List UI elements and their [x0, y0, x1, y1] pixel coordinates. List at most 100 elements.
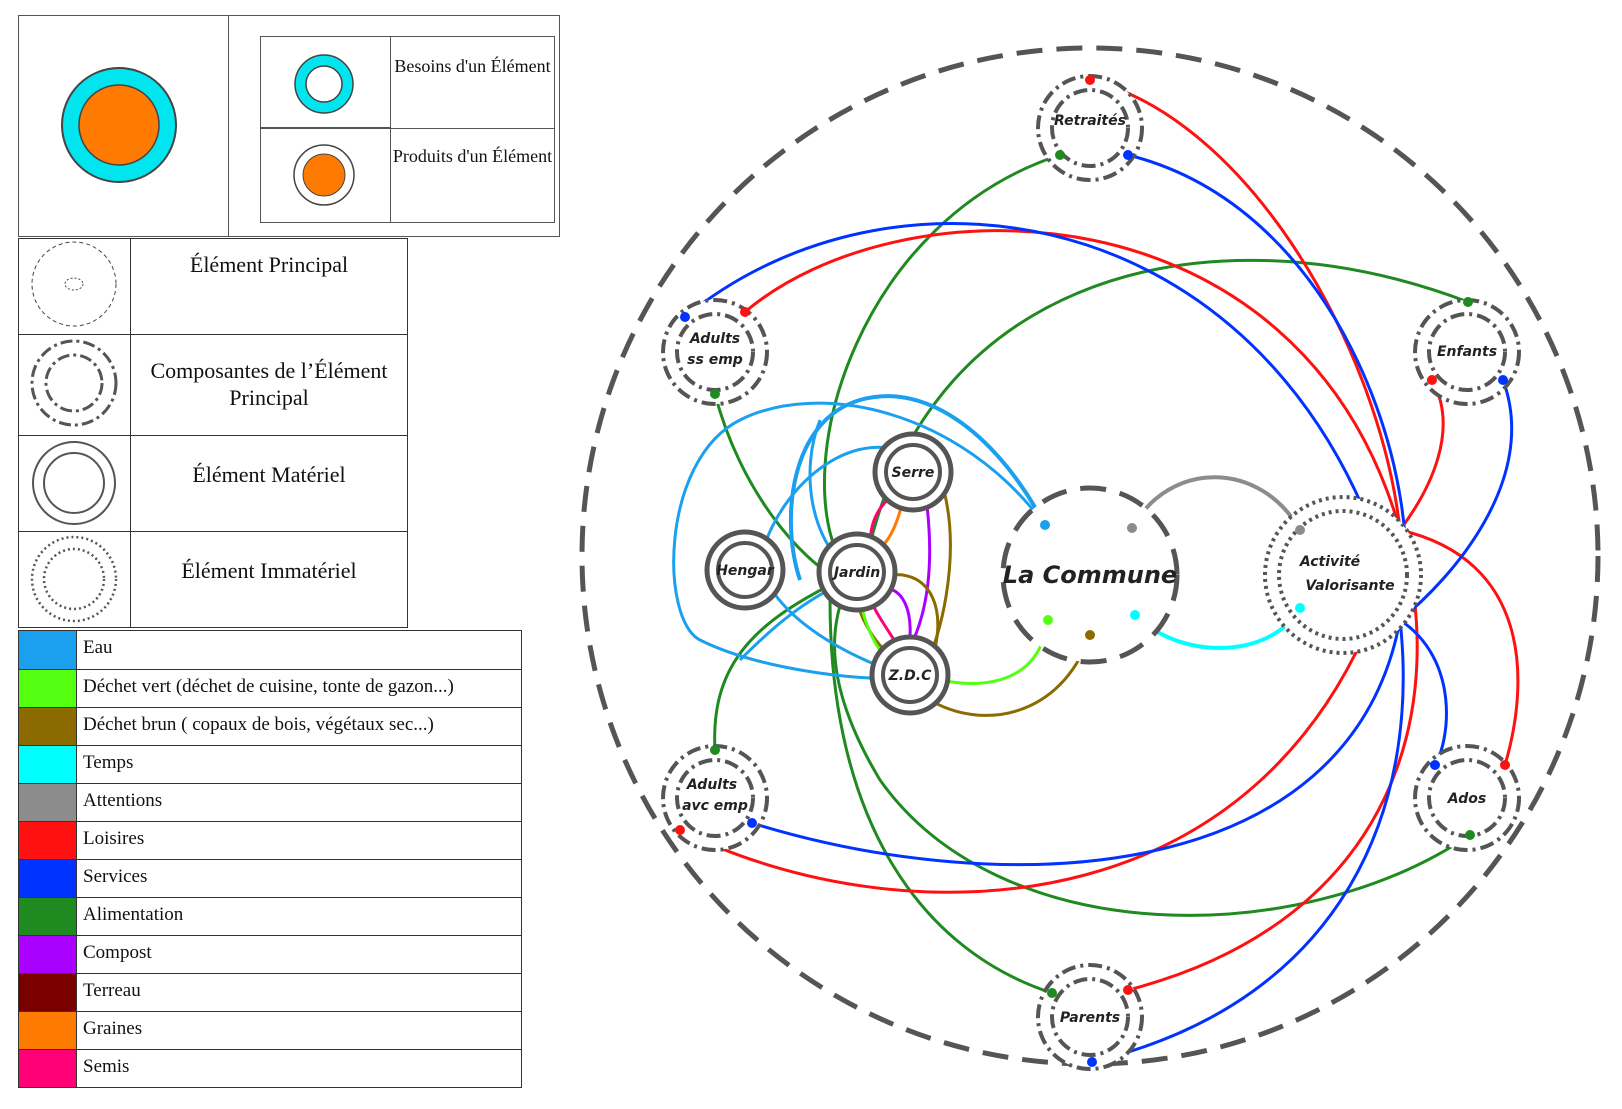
node-serre[interactable]: Serre — [872, 431, 954, 513]
needs-icon-cell — [261, 37, 391, 128]
outer-boundary — [579, 45, 1601, 1067]
flow-label: Eau — [83, 637, 113, 658]
flow-label: Déchet vert (déchet de cuisine, tonte de… — [83, 676, 454, 697]
flow-swatch — [19, 974, 77, 1011]
node-zdc[interactable]: Z.D.C — [869, 634, 951, 716]
flow-row: Déchet vert (déchet de cuisine, tonte de… — [19, 669, 521, 707]
node-jardin[interactable]: Jardin — [816, 531, 898, 613]
products-icon-cell — [261, 128, 391, 222]
node-enfants[interactable]: Enfants — [1413, 298, 1521, 406]
link-alimentation — [833, 579, 1471, 917]
flow-row: Loisires — [19, 821, 521, 859]
node-adults-ss-label-1: Adults — [689, 331, 740, 347]
node-parents[interactable]: Parents — [1036, 963, 1144, 1071]
node-adults-ss-emp[interactable]: Adults ss emp — [661, 298, 769, 406]
link-services — [684, 222, 1402, 621]
flow-swatch — [19, 860, 77, 897]
flow-swatch — [19, 746, 77, 783]
node-hengar-label: Hengar — [716, 563, 775, 579]
dash-dot-double-circle-icon — [30, 339, 118, 427]
row-divider — [19, 531, 407, 532]
node-enfants-label: Enfants — [1437, 344, 1497, 360]
flow-swatch — [19, 936, 77, 973]
link-services — [1091, 619, 1405, 1064]
dotted-double-circle-icon — [30, 535, 118, 623]
link-loisires — [1399, 528, 1520, 766]
element-type-label: Élément Principal — [189, 252, 349, 277]
row-divider — [19, 435, 407, 436]
flow-label: Semis — [83, 1056, 130, 1077]
node-adults-avc-label-1: Adults — [686, 777, 737, 793]
legend-example-cell — [19, 16, 229, 236]
flow-swatch — [19, 631, 77, 669]
legend-divider — [261, 128, 554, 129]
flow-label: Terreau — [83, 980, 141, 1001]
node-retraites[interactable]: Retraités — [1036, 74, 1144, 182]
node-adults-ss-label-2: ss emp — [687, 352, 743, 368]
flow-swatch — [19, 708, 77, 745]
node-commune-label: La Commune — [1003, 561, 1177, 589]
legend-flows: Eau Déchet vert (déchet de cuisine, tont… — [18, 630, 522, 1088]
flow-row: Attentions — [19, 783, 521, 821]
node-retraites-label: Retraités — [1054, 113, 1126, 129]
link-loisires — [744, 229, 1402, 531]
link-services — [1399, 618, 1448, 766]
node-parents-label: Parents — [1060, 1010, 1120, 1026]
link-endpoints — [675, 75, 1510, 1067]
flow-swatch — [19, 822, 77, 859]
products-label: Produits d'un Élément — [392, 146, 553, 166]
link-eau — [788, 394, 1047, 581]
flow-row: Graines — [19, 1011, 521, 1049]
flow-label: Loisires — [83, 828, 145, 849]
flow-row: Temps — [19, 745, 521, 783]
needs-products-example-icon — [61, 67, 177, 183]
thin-dashed-circle-icon — [31, 241, 117, 327]
flow-label: Alimentation — [83, 904, 184, 925]
link-services — [751, 619, 1402, 867]
legend-needs-products: Besoins d'un Élément Produits d'un Éléme… — [18, 15, 560, 237]
flow-row: Déchet brun ( copaux de bois, végétaux s… — [19, 707, 521, 745]
flow-label: Temps — [83, 752, 134, 773]
node-ados-label: Ados — [1447, 791, 1486, 807]
flow-label: Compost — [83, 942, 152, 963]
element-type-icon-column — [19, 239, 131, 627]
flow-swatch — [19, 1050, 77, 1087]
flow-swatch — [19, 1012, 77, 1049]
element-type-label: Élément Immatériel — [181, 558, 357, 583]
link-alimentation — [713, 578, 841, 751]
flow-row: Alimentation — [19, 897, 521, 935]
link-services — [1399, 379, 1514, 622]
link-loisires — [1398, 379, 1445, 531]
legend-key-table: Besoins d'un Élément Produits d'un Éléme… — [260, 36, 555, 223]
node-adults-avc-label-2: avc emp — [682, 798, 748, 814]
node-ados[interactable]: Ados — [1413, 744, 1521, 852]
legend-element-types: Élément Principal Composantes de l’Éléme… — [18, 238, 408, 628]
needs-label: Besoins d'un Élément — [394, 56, 551, 76]
node-hengar[interactable]: Hengar — [704, 529, 786, 611]
link-attentions — [1130, 475, 1302, 531]
node-adults-avc-emp[interactable]: Adults avc emp — [661, 744, 769, 852]
flow-label: Déchet brun ( copaux de bois, végétaux s… — [83, 714, 434, 735]
flow-row: Terreau — [19, 973, 521, 1011]
link-alimentation — [828, 599, 1053, 995]
link-eau — [672, 401, 1047, 680]
flow-row: Semis — [19, 1049, 521, 1087]
node-zdc-label: Z.D.C — [888, 668, 932, 684]
node-jardin-label: Jardin — [831, 565, 880, 581]
link-loisires — [1089, 78, 1402, 531]
flow-swatch — [19, 784, 77, 821]
node-activite-label-1: Activité — [1299, 554, 1361, 570]
node-activite-valorisante[interactable]: Activité Valorisante — [1263, 495, 1423, 655]
products-dot-icon — [293, 144, 355, 206]
flow-swatch — [19, 898, 77, 935]
link-loisires — [679, 529, 1402, 894]
element-type-icons — [30, 241, 118, 623]
link-alimentation — [822, 153, 1061, 561]
element-type-label: Élément Matériel — [192, 462, 346, 487]
flow-swatch — [19, 670, 77, 707]
needs-ring-icon — [294, 54, 354, 114]
solid-double-circle-icon — [32, 441, 116, 525]
element-type-label: Composantes de l’Élément Principal — [150, 358, 388, 410]
flow-label: Graines — [83, 1018, 143, 1039]
